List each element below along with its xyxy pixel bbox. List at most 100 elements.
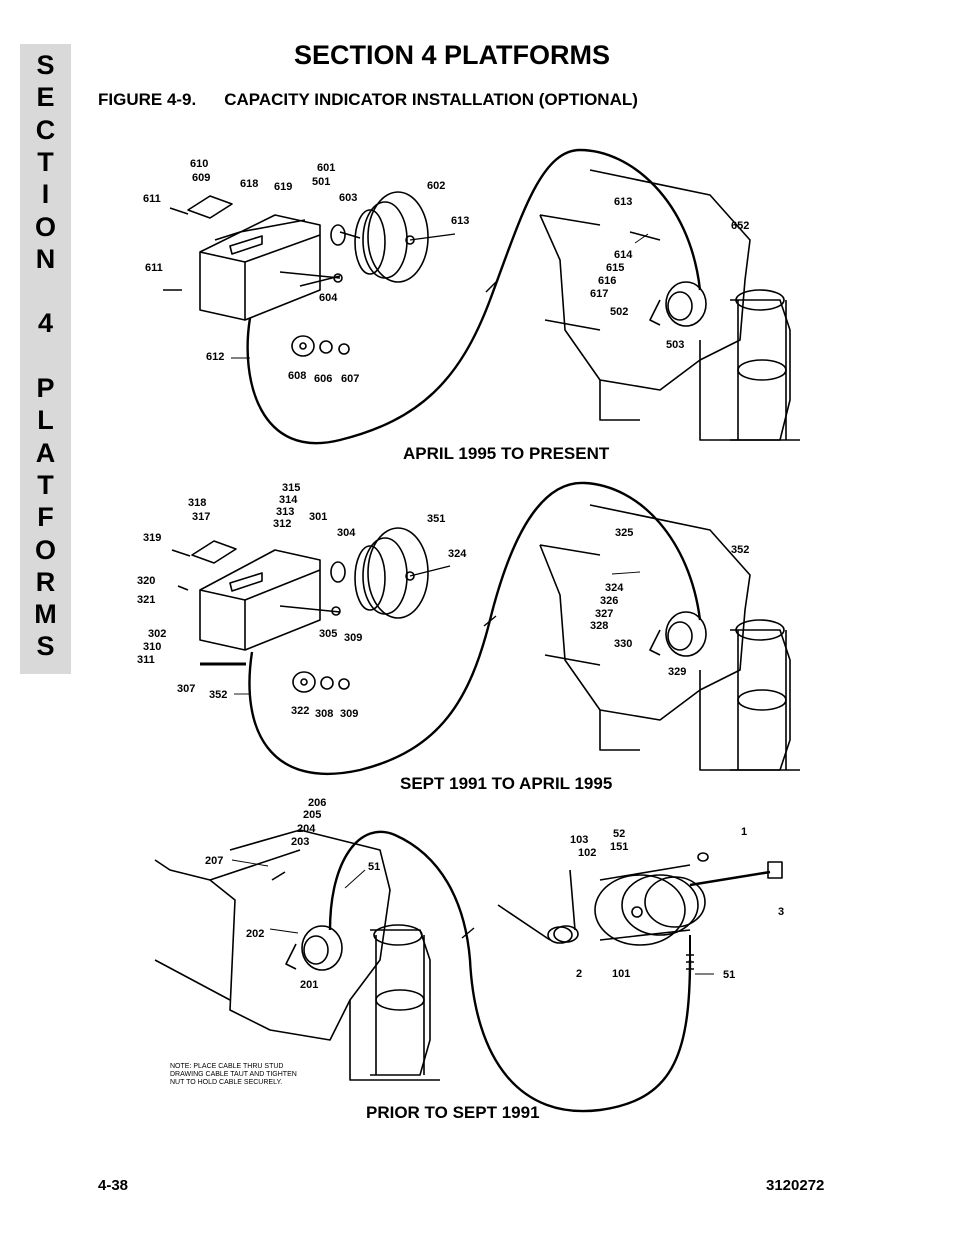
callout-label: 2 xyxy=(576,968,582,980)
note-line: DRAWING CABLE TAUT AND TIGHTEN xyxy=(170,1071,297,1078)
callout-label: 314 xyxy=(279,494,298,506)
callout-label: 319 xyxy=(143,532,161,544)
callout-label: 613 xyxy=(614,196,632,208)
callout-label: 202 xyxy=(246,928,264,940)
callout-label: 304 xyxy=(337,527,356,539)
document-number: 3120272 xyxy=(766,1177,825,1194)
callout-label: 652 xyxy=(731,220,749,232)
callout-label: 317 xyxy=(192,511,210,523)
callout-label: 204 xyxy=(297,823,316,835)
callout-label: 611 xyxy=(145,262,163,274)
callout-label: 613 xyxy=(451,215,469,227)
caption-prior-to-sept-1991: PRIOR TO SEPT 1991 xyxy=(366,1103,540,1122)
callout-label: 327 xyxy=(595,608,613,620)
callout-label: 601 xyxy=(317,162,335,174)
callout-label: 151 xyxy=(610,841,628,853)
side-tab-letter: M xyxy=(34,599,57,630)
side-tab-letter: 4 xyxy=(37,308,54,339)
callout-label: 307 xyxy=(177,683,195,695)
callout-label: 503 xyxy=(666,339,684,351)
side-tab-letter: I xyxy=(41,179,50,210)
note-line: NOTE: PLACE CABLE THRU STUD xyxy=(170,1063,283,1070)
callout-label: 3 xyxy=(778,906,784,918)
callout-label: 615 xyxy=(606,262,624,274)
callout-label: 320 xyxy=(137,575,155,587)
callout-label: 207 xyxy=(205,855,223,867)
side-tab-letter: N xyxy=(35,243,56,274)
callout-label: 352 xyxy=(209,689,227,701)
callout-label: 603 xyxy=(339,192,357,204)
bottom-panel-drawing xyxy=(154,829,783,1113)
callout-label: 328 xyxy=(590,620,608,632)
side-tab-letter: O xyxy=(34,211,56,242)
callout-label: 606 xyxy=(314,373,332,385)
section-title: SECTION 4 PLATFORMS xyxy=(294,40,611,70)
callout-label: 614 xyxy=(614,249,633,261)
callout-label: 315 xyxy=(282,482,300,494)
callout-label: 618 xyxy=(240,178,258,190)
middle-callouts: 315 314 313 312 318 317 301 304 351 324 … xyxy=(137,482,749,720)
callout-label: 205 xyxy=(303,809,321,821)
side-tab-letter: T xyxy=(37,146,54,177)
top-panel-drawing xyxy=(163,148,800,445)
callout-label: 501 xyxy=(312,176,330,188)
side-tab-letter: O xyxy=(34,534,56,565)
callout-label: 203 xyxy=(291,836,309,848)
callout-label: 51 xyxy=(368,861,380,873)
callout-label: 619 xyxy=(274,181,292,193)
callout-label: 312 xyxy=(273,518,291,530)
page-number: 4-38 xyxy=(98,1177,129,1194)
callout-label: 325 xyxy=(615,527,633,539)
callout-label: 301 xyxy=(309,511,327,523)
callout-label: 611 xyxy=(143,193,161,205)
callout-label: 610 xyxy=(190,158,208,170)
callout-label: 103 xyxy=(570,834,588,846)
callout-label: 330 xyxy=(614,638,632,650)
callout-label: 607 xyxy=(341,373,359,385)
callout-label: 1 xyxy=(741,826,747,838)
callout-label: 308 xyxy=(315,708,333,720)
figure-number: FIGURE 4-9. xyxy=(98,90,197,109)
callout-label: 309 xyxy=(340,708,358,720)
side-tab-letter: F xyxy=(37,502,54,533)
callout-label: 313 xyxy=(276,506,294,518)
callout-label: 309 xyxy=(344,632,362,644)
callout-label: 201 xyxy=(300,979,318,991)
callout-label: 310 xyxy=(143,641,161,653)
caption-april-1995-to-present: APRIL 1995 TO PRESENT xyxy=(403,444,610,463)
callout-label: 206 xyxy=(308,797,326,809)
installation-note: NOTE: PLACE CABLE THRU STUD DRAWING CABL… xyxy=(170,1063,297,1086)
side-tab-letter: T xyxy=(37,469,54,500)
callout-label: 318 xyxy=(188,497,206,509)
leader-lines xyxy=(231,233,714,975)
callout-label: 612 xyxy=(206,351,224,363)
callout-label: 302 xyxy=(148,628,166,640)
figure-caption: CAPACITY INDICATOR INSTALLATION (OPTIONA… xyxy=(224,90,638,109)
callout-label: 322 xyxy=(291,705,309,717)
callout-label: 52 xyxy=(613,828,625,840)
callout-label: 609 xyxy=(192,172,210,184)
callout-label: 329 xyxy=(668,666,686,678)
callout-label: 602 xyxy=(427,180,445,192)
callout-label: 604 xyxy=(319,292,338,304)
callout-label: 616 xyxy=(598,275,616,287)
side-tab-letter: P xyxy=(36,373,55,403)
callout-label: 324 xyxy=(605,582,624,594)
side-tab-letter: A xyxy=(35,437,56,468)
bottom-callouts: 206 205 204 203 207 51 202 201 103 102 5… xyxy=(205,797,784,991)
figure-title: FIGURE 4-9. CAPACITY INDICATOR INSTALLATI… xyxy=(98,90,638,110)
middle-panel-drawing xyxy=(171,481,800,776)
side-tab-letter: E xyxy=(36,82,55,113)
callout-label: 617 xyxy=(590,288,608,300)
callout-label: 305 xyxy=(319,628,337,640)
side-tab-letter: L xyxy=(37,405,54,436)
side-tab-letter: S xyxy=(36,631,55,662)
callout-label: 102 xyxy=(578,847,596,859)
caption-sept-1991-to-april-1995: SEPT 1991 TO APRIL 1995 xyxy=(400,774,613,793)
callout-label: 101 xyxy=(612,968,630,980)
callout-label: 51 xyxy=(723,969,735,981)
side-tab-letter: C xyxy=(35,114,56,145)
callout-label: 311 xyxy=(137,654,155,666)
